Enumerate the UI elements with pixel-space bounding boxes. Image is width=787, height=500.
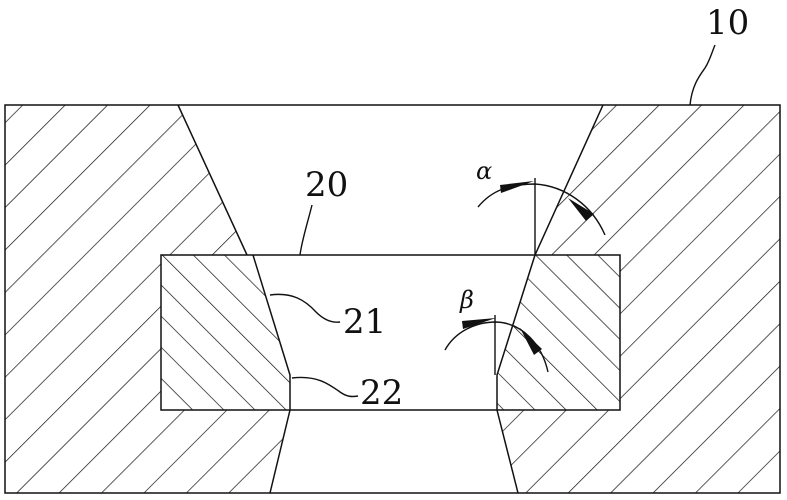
label-beta: β [459, 286, 474, 314]
label-21: 21 [343, 302, 386, 342]
alpha-arrow-right [568, 198, 594, 221]
label-20: 20 [305, 165, 348, 205]
label-alpha: α [476, 157, 492, 185]
leader-10 [689, 44, 716, 106]
leader-lines [269, 44, 716, 398]
angle-beta-indicator [444, 315, 549, 375]
beta-arrow-left [462, 318, 496, 329]
leader-20 [299, 204, 313, 256]
outer-body-10 [4, 104, 781, 494]
angle-alpha-indicator [477, 178, 606, 255]
tapered-wall-21 [252, 254, 291, 410]
label-22: 22 [360, 373, 403, 413]
beta-arrow-right [520, 328, 542, 355]
leader-21 [269, 293, 341, 323]
label-10: 10 [706, 3, 749, 43]
leader-22 [291, 376, 359, 398]
inner-insert-20 [160, 254, 621, 411]
alpha-arrow-left [500, 181, 534, 193]
